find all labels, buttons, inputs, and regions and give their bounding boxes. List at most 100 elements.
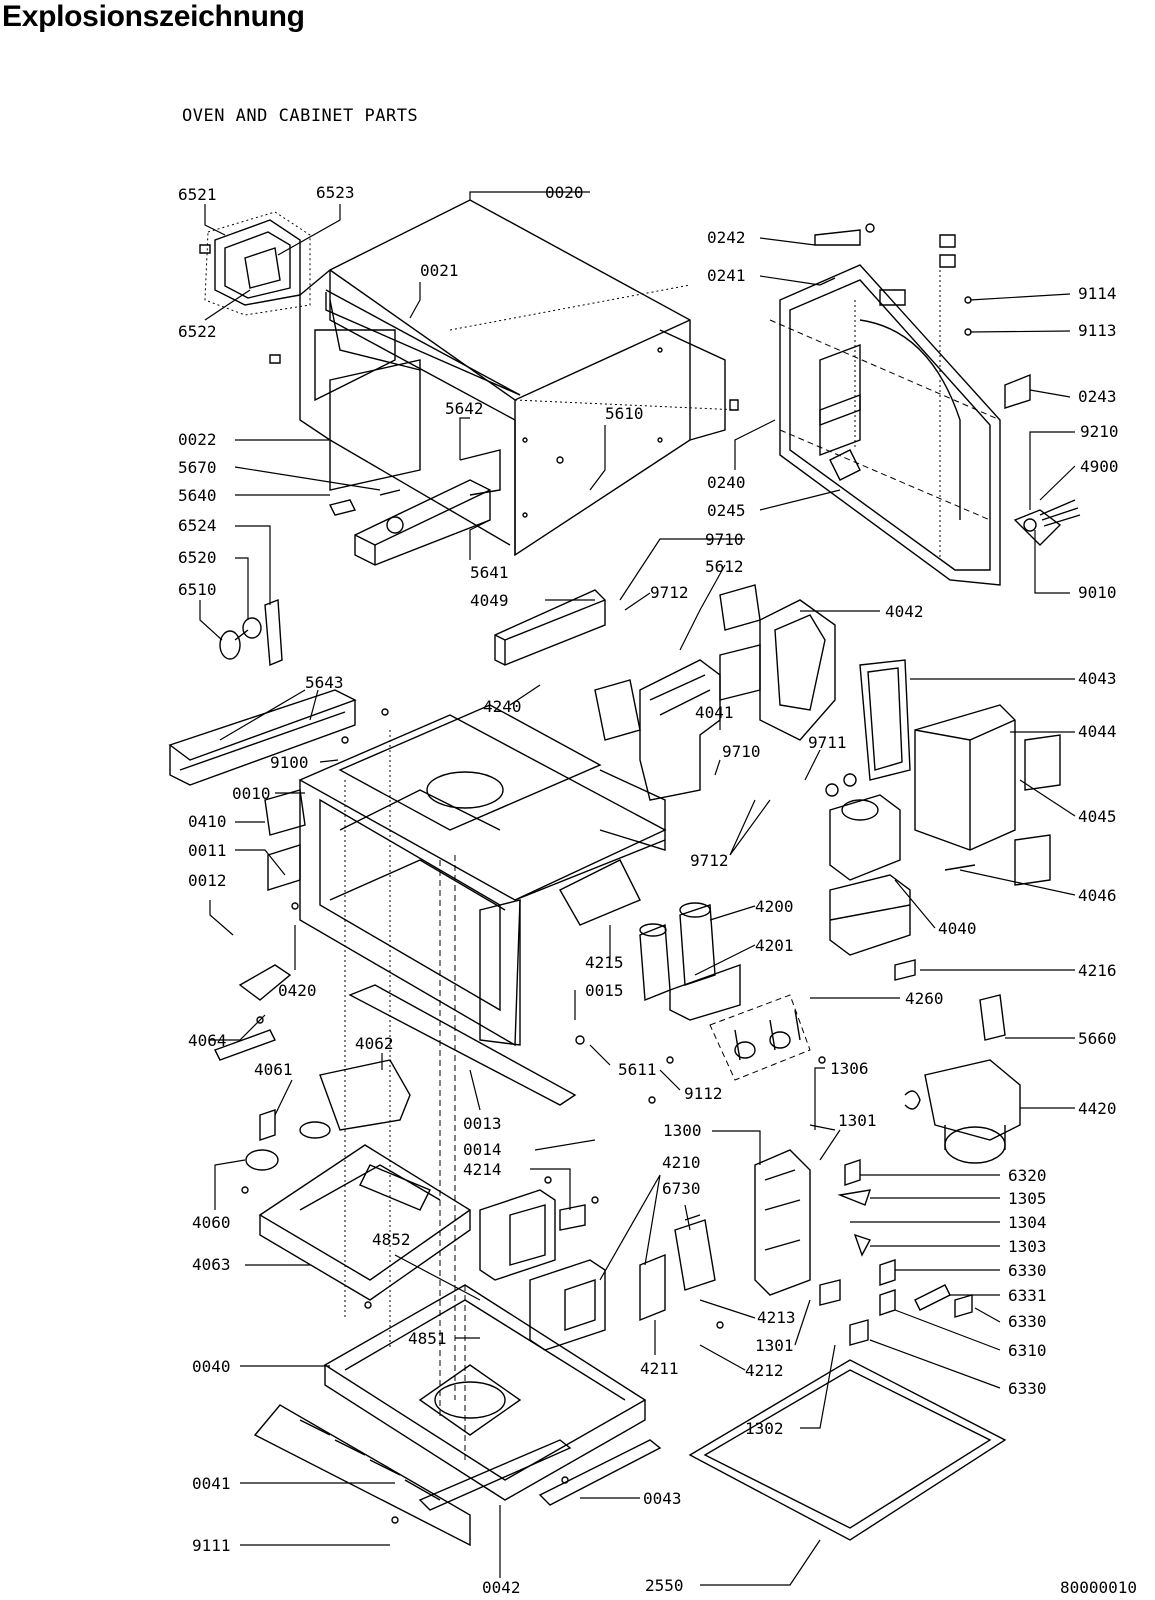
- label-4420: 4420: [1078, 1099, 1117, 1118]
- label-5610: 5610: [605, 404, 644, 423]
- part-brackets: [594, 584, 836, 801]
- label-0015: 0015: [585, 981, 624, 1000]
- label-4200: 4200: [755, 897, 794, 916]
- part-front-grille: [253, 1404, 471, 1547]
- label-6310: 6310: [1008, 1341, 1047, 1360]
- part-lamp-cover: [199, 211, 311, 316]
- label-0021: 0021: [420, 261, 459, 280]
- label-0040: 0040: [192, 1357, 231, 1376]
- label-4061: 4061: [254, 1060, 293, 1079]
- part-bottom-strip: [348, 984, 577, 1106]
- label-4211: 4211: [640, 1359, 679, 1378]
- part-magnetron: [825, 773, 916, 981]
- label-4045: 4045: [1078, 807, 1117, 826]
- part-cover-strip: [168, 689, 357, 786]
- label-0245: 0245: [707, 501, 746, 520]
- label-0011: 0011: [188, 841, 227, 860]
- label-4043: 4043: [1078, 669, 1117, 688]
- part-labels: 6521 6523 0020 0242 0241 9114 9113 6522 …: [178, 183, 1119, 1597]
- label-4260: 4260: [905, 989, 944, 1008]
- leader-lines: [199, 191, 1076, 1586]
- label-4041: 4041: [695, 703, 734, 722]
- label-9712-b: 9712: [690, 851, 729, 870]
- label-5611: 5611: [618, 1060, 657, 1079]
- label-5643: 5643: [305, 673, 344, 692]
- label-0043: 0043: [643, 1489, 682, 1508]
- label-0010: 0010: [232, 784, 271, 803]
- parts-drawing: [168, 199, 1081, 1547]
- label-4201: 4201: [755, 936, 794, 955]
- part-base-tray: [258, 1144, 472, 1301]
- label-4851: 4851: [408, 1329, 447, 1348]
- label-9111: 9111: [192, 1536, 231, 1555]
- part-lamp: [219, 599, 283, 667]
- label-9114: 9114: [1078, 284, 1117, 303]
- part-back-panel: [769, 229, 1031, 586]
- label-5640: 5640: [178, 486, 217, 505]
- label-6523: 6523: [316, 183, 355, 202]
- label-0410: 0410: [188, 812, 227, 831]
- label-4062: 4062: [355, 1034, 394, 1053]
- part-transformer-group: [479, 1189, 716, 1351]
- label-5660: 5660: [1078, 1029, 1117, 1048]
- label-0420: 0420: [278, 981, 317, 1000]
- label-9112: 9112: [684, 1084, 723, 1103]
- part-choke-bar: [494, 589, 606, 666]
- label-5670: 5670: [178, 458, 217, 477]
- label-9113: 9113: [1078, 321, 1117, 340]
- label-0022: 0022: [178, 430, 217, 449]
- label-4900: 4900: [1080, 457, 1119, 476]
- label-9712: 9712: [650, 583, 689, 602]
- label-6521: 6521: [178, 185, 217, 204]
- part-strip-0042: [418, 1439, 572, 1511]
- label-6524: 6524: [178, 516, 217, 535]
- label-1305: 1305: [1008, 1189, 1047, 1208]
- label-4044: 4044: [1078, 722, 1117, 741]
- label-4060: 4060: [192, 1213, 231, 1232]
- label-1302: 1302: [745, 1419, 784, 1438]
- label-0014: 0014: [463, 1140, 502, 1159]
- label-6730: 6730: [662, 1179, 701, 1198]
- label-4046: 4046: [1078, 886, 1117, 905]
- label-4049: 4049: [470, 591, 509, 610]
- part-fuse-holders: [709, 994, 811, 1081]
- part-fan: [214, 964, 411, 1171]
- label-5641: 5641: [470, 563, 509, 582]
- label-9010: 9010: [1078, 583, 1117, 602]
- part-power-cord: [1013, 499, 1081, 546]
- label-9711: 9711: [808, 733, 847, 752]
- screws: [241, 223, 972, 1524]
- label-9710: 9710: [705, 530, 744, 549]
- label-4215: 4215: [585, 953, 624, 972]
- label-6320: 6320: [1008, 1166, 1047, 1185]
- label-0013: 0013: [463, 1114, 502, 1133]
- part-cabinet-cover: [269, 199, 741, 557]
- label-4064: 4064: [188, 1031, 227, 1050]
- part-door-frame: [688, 1359, 1007, 1541]
- label-5642: 5642: [445, 399, 484, 418]
- label-4042: 4042: [885, 602, 924, 621]
- label-1301: 1301: [838, 1111, 877, 1130]
- label-1303: 1303: [1008, 1237, 1047, 1256]
- label-4040: 4040: [938, 919, 977, 938]
- page-title: Explosionszeichnung: [2, 0, 305, 33]
- label-9210: 9210: [1080, 422, 1119, 441]
- part-lamp-housing: [328, 449, 501, 566]
- part-base-plate: [323, 1284, 647, 1501]
- label-0243: 0243: [1078, 387, 1117, 406]
- label-4212: 4212: [745, 1361, 784, 1380]
- part-switch-assembly: [754, 1124, 973, 1346]
- label-9100: 9100: [270, 753, 309, 772]
- label-1304: 1304: [1008, 1213, 1047, 1232]
- label-0241: 0241: [707, 266, 746, 285]
- label-6510: 6510: [178, 580, 217, 599]
- part-capacitors: [639, 902, 741, 1021]
- label-1300: 1300: [663, 1121, 702, 1140]
- part-panel-0022: [329, 359, 421, 491]
- label-2550: 2550: [645, 1576, 684, 1595]
- label-0042: 0042: [482, 1578, 521, 1597]
- part-strip-0043: [538, 1439, 662, 1506]
- diagram-title: OVEN AND CABINET PARTS: [182, 106, 419, 126]
- label-9710-b: 9710: [722, 742, 761, 761]
